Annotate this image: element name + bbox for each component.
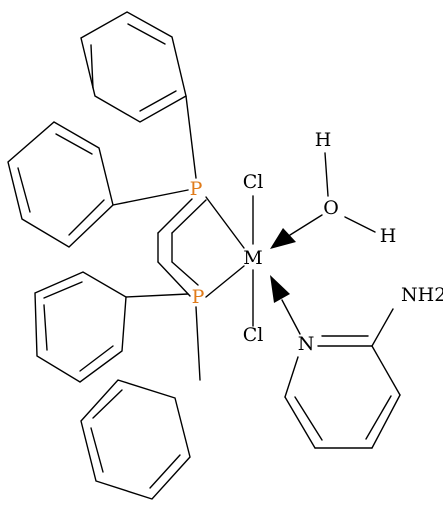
amine-group: NH2 bbox=[401, 284, 443, 306]
ethylene-bridge bbox=[157, 198, 207, 297]
nitrogen-atom: N bbox=[298, 333, 315, 355]
dative-arrow-o-to-m bbox=[270, 214, 323, 249]
metal-atom: M bbox=[243, 247, 262, 269]
phenyl-ring-d bbox=[80, 379, 191, 500]
chlorine-atom-2: Cl bbox=[243, 324, 264, 346]
chlorine-atom-1: Cl bbox=[243, 171, 264, 193]
p-phenyl-bonds bbox=[112, 95, 201, 381]
phosphorus-atom-2: P bbox=[192, 286, 205, 308]
phosphorus-atom-1: P bbox=[190, 178, 203, 200]
metal-bonds bbox=[205, 195, 254, 327]
pyridine-ring bbox=[284, 308, 401, 449]
hydrogen-atom-2: H bbox=[380, 225, 397, 247]
phenyl-ring-c bbox=[34, 271, 127, 383]
phenyl-ring-b bbox=[7, 121, 114, 248]
oxygen-atom: O bbox=[323, 197, 339, 219]
dative-arrow-n-to-m bbox=[270, 275, 301, 335]
phenyl-ring-a bbox=[80, 11, 187, 123]
water-bonds bbox=[324, 152, 376, 233]
hydrogen-atom-1: H bbox=[315, 129, 332, 151]
